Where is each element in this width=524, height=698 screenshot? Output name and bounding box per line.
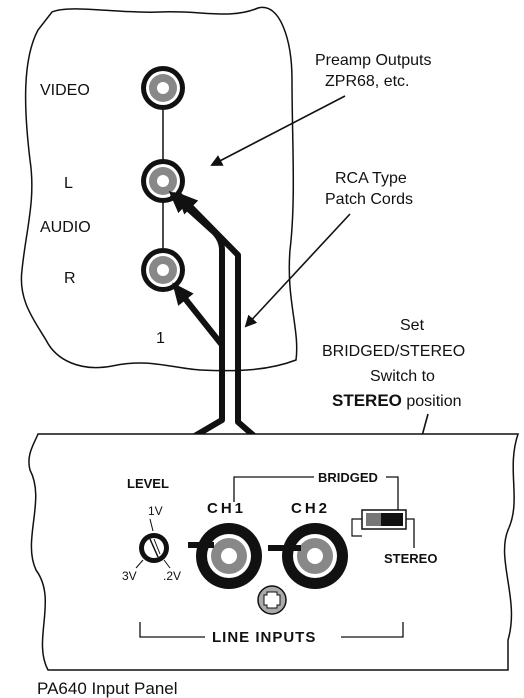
video-label: VIDEO	[40, 82, 90, 99]
rca-type-line2: Patch Cords	[325, 191, 413, 208]
bridged-label: BRIDGED	[318, 470, 378, 485]
set-line4-bold: STEREO	[332, 391, 402, 410]
set-line4: STEREO position	[332, 391, 462, 410]
ch1-label: CH1	[207, 500, 246, 517]
output-number-label: 1	[156, 330, 165, 347]
preamp-outputs-line2: ZPR68, etc.	[325, 73, 409, 90]
ch1-input-jack[interactable]	[196, 523, 262, 589]
bridged-bracket-right	[386, 476, 399, 510]
level-2v-label: .2V	[163, 569, 181, 583]
phillips-screw-icon	[257, 585, 287, 615]
line-inputs-bracket-right	[341, 622, 404, 638]
patch-cord-to-right-jack	[172, 282, 225, 420]
level-1v-label: 1V	[148, 504, 163, 518]
figure-caption: PA640 Input Panel	[37, 679, 178, 698]
bridged-bracket-left	[233, 476, 314, 502]
set-line1: Set	[400, 317, 425, 334]
set-line4-rest: position	[402, 393, 462, 410]
stereo-label: STEREO	[384, 551, 437, 566]
line-inputs-label: LINE INPUTS	[212, 629, 316, 646]
rca-type-line1: RCA Type	[335, 170, 407, 187]
level-tick-2v	[163, 559, 171, 569]
level-tick-1v	[149, 518, 154, 532]
level-3v-label: 3V	[122, 569, 137, 583]
level-label: LEVEL	[127, 476, 169, 491]
right-channel-label: R	[64, 270, 76, 287]
amplifier-panel-outline	[28, 433, 520, 671]
level-knob[interactable]	[139, 533, 169, 563]
level-tick-3v	[135, 559, 144, 569]
video-jack[interactable]	[141, 66, 185, 110]
stereo-bracket	[406, 518, 415, 548]
left-channel-label: L	[64, 175, 73, 192]
audio-label: AUDIO	[40, 219, 91, 236]
preamp-outline	[20, 6, 298, 372]
preamp-outputs-line1: Preamp Outputs	[315, 52, 432, 69]
ch2-label: CH2	[291, 500, 330, 517]
switch-left-bracket	[351, 518, 362, 537]
set-line3: Switch to	[370, 368, 435, 385]
ch2-input-jack[interactable]	[282, 523, 348, 589]
audio-right-jack[interactable]	[141, 248, 185, 292]
bridged-stereo-switch[interactable]	[361, 509, 407, 530]
line-inputs-bracket-left	[139, 622, 205, 638]
set-line2: BRIDGED/STEREO	[322, 343, 465, 360]
rca-cords-arrow	[244, 213, 351, 328]
preamp-outputs-arrow	[210, 95, 346, 166]
